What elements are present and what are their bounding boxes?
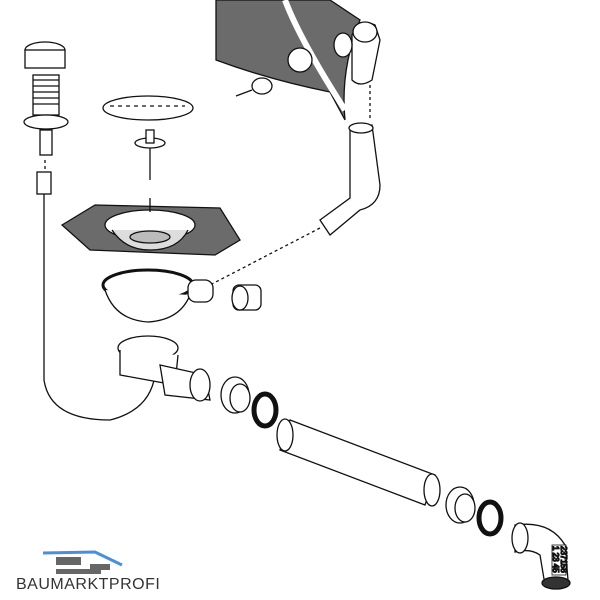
sealing-ring-2 — [476, 499, 504, 537]
remote-control-knob — [23, 41, 69, 156]
drain-pipe — [276, 418, 441, 507]
elbow-pipe: 237158 1 23 45 — [511, 522, 571, 590]
valve-unit — [117, 335, 211, 402]
union-nut-1 — [220, 376, 251, 414]
sealing-ring-1 — [251, 391, 279, 429]
overflow-pipe — [319, 122, 381, 236]
overflow-connector — [231, 284, 262, 311]
logo-text: BAUMARKTPROFI — [16, 576, 161, 593]
sink-basin-strainer — [60, 198, 241, 256]
overflow-head — [333, 21, 381, 85]
elbow-label-line2: 1 23 45 — [551, 546, 560, 573]
overflow-screw — [235, 77, 273, 97]
elbow-label-line1: 237158 — [559, 546, 568, 573]
logo-mark — [42, 550, 123, 574]
union-nut-2 — [445, 486, 476, 524]
strainer-plug — [102, 95, 194, 180]
bowden-cable — [36, 160, 156, 421]
drain-body — [101, 268, 214, 323]
sink-wall-panel — [215, 0, 361, 121]
